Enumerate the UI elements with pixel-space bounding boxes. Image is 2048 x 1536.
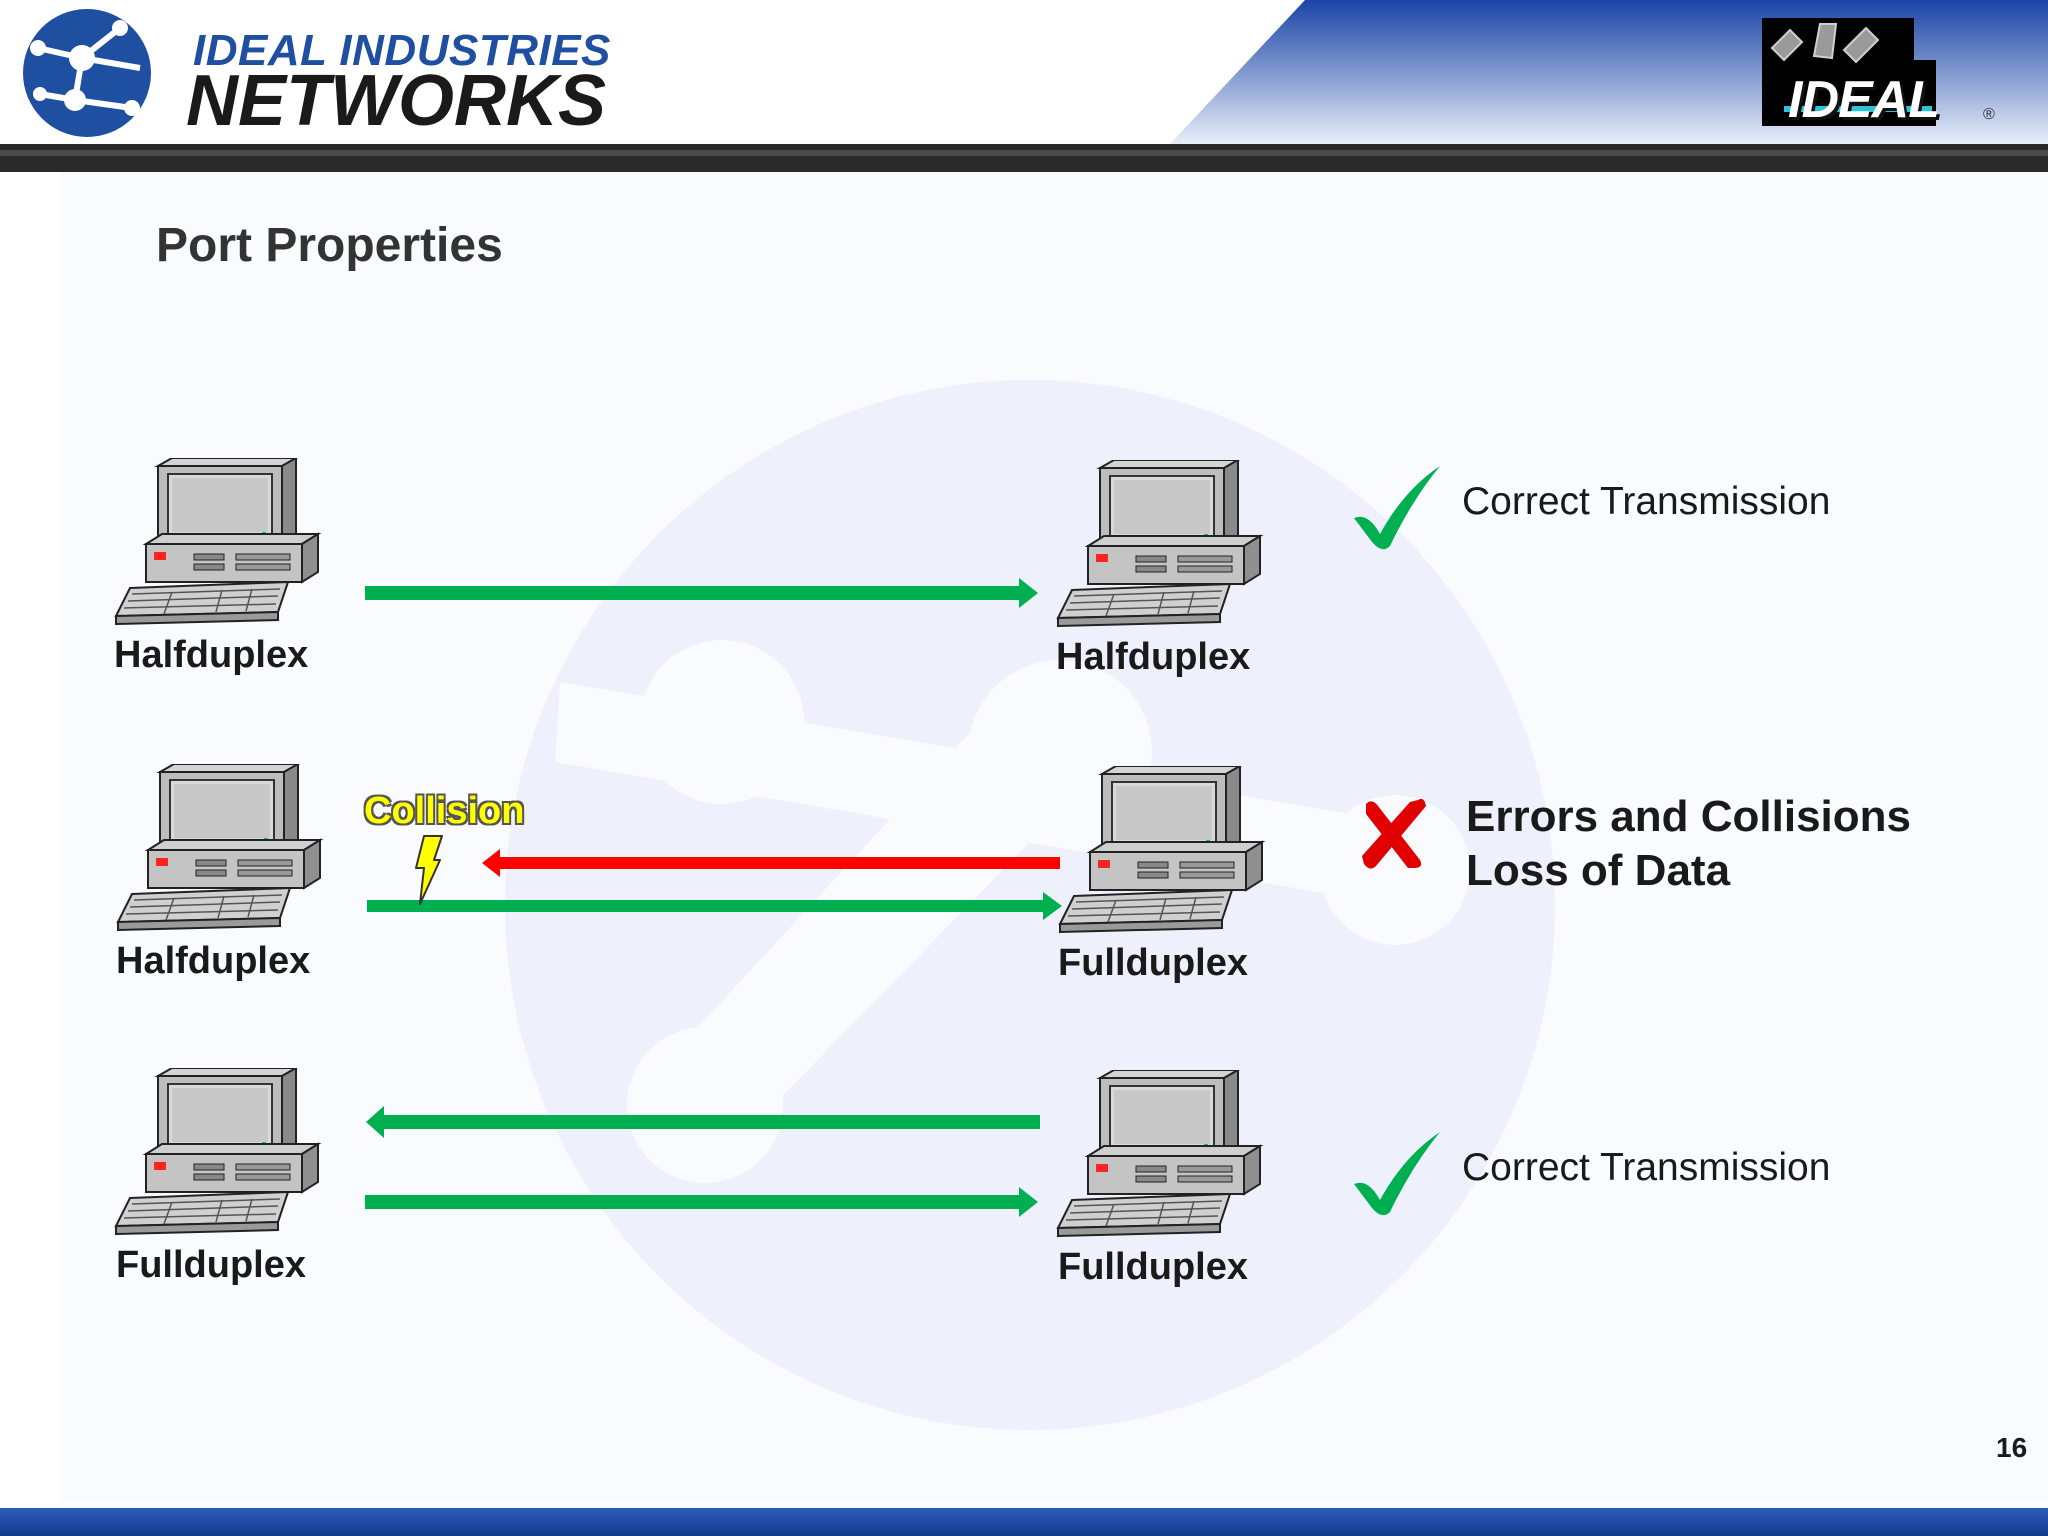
cross-icon xyxy=(1362,798,1426,869)
brand-name-line1: IDEAL INDUSTRIES xyxy=(193,26,611,75)
transmission-arrow-left-red xyxy=(482,849,1060,877)
transmission-arrow-right xyxy=(365,1187,1038,1217)
transmission-arrow-left xyxy=(366,1106,1040,1138)
transmission-arrow-right xyxy=(367,892,1062,920)
right-port-label: Fullduplex xyxy=(1058,942,1248,984)
right-port-label: Fullduplex xyxy=(1058,1246,1248,1288)
checkmark-icon xyxy=(1354,466,1440,550)
ideal-logo-text: IDEAL xyxy=(1788,71,1940,129)
header: IDEAL INDUSTRIES NETWORKS IDEAL ® xyxy=(0,0,2048,172)
left-port-label: Fullduplex xyxy=(116,1244,306,1286)
left-port-label: Halfduplex xyxy=(114,634,309,676)
result-text-line1: Errors and Collisions xyxy=(1466,792,1911,841)
result-text: Correct Transmission xyxy=(1462,480,1831,523)
result-text: Correct Transmission xyxy=(1462,1146,1831,1189)
registered-mark: ® xyxy=(1983,106,1995,123)
checkmark-icon xyxy=(1354,1132,1440,1216)
result-text-line2: Loss of Data xyxy=(1466,846,1731,895)
collision-label: Collision xyxy=(364,790,525,832)
page-number: 16 xyxy=(1996,1432,2028,1463)
brand-name-line2: NETWORKS xyxy=(186,61,606,141)
page-title: Port Properties xyxy=(156,219,503,272)
networks-globe-logo-icon xyxy=(23,9,151,137)
ideal-logo-icon xyxy=(1762,18,1936,126)
left-port-label: Halfduplex xyxy=(116,940,311,982)
transmission-arrow-right xyxy=(365,578,1038,608)
lightning-icon xyxy=(415,835,443,905)
right-port-label: Halfduplex xyxy=(1056,636,1251,678)
